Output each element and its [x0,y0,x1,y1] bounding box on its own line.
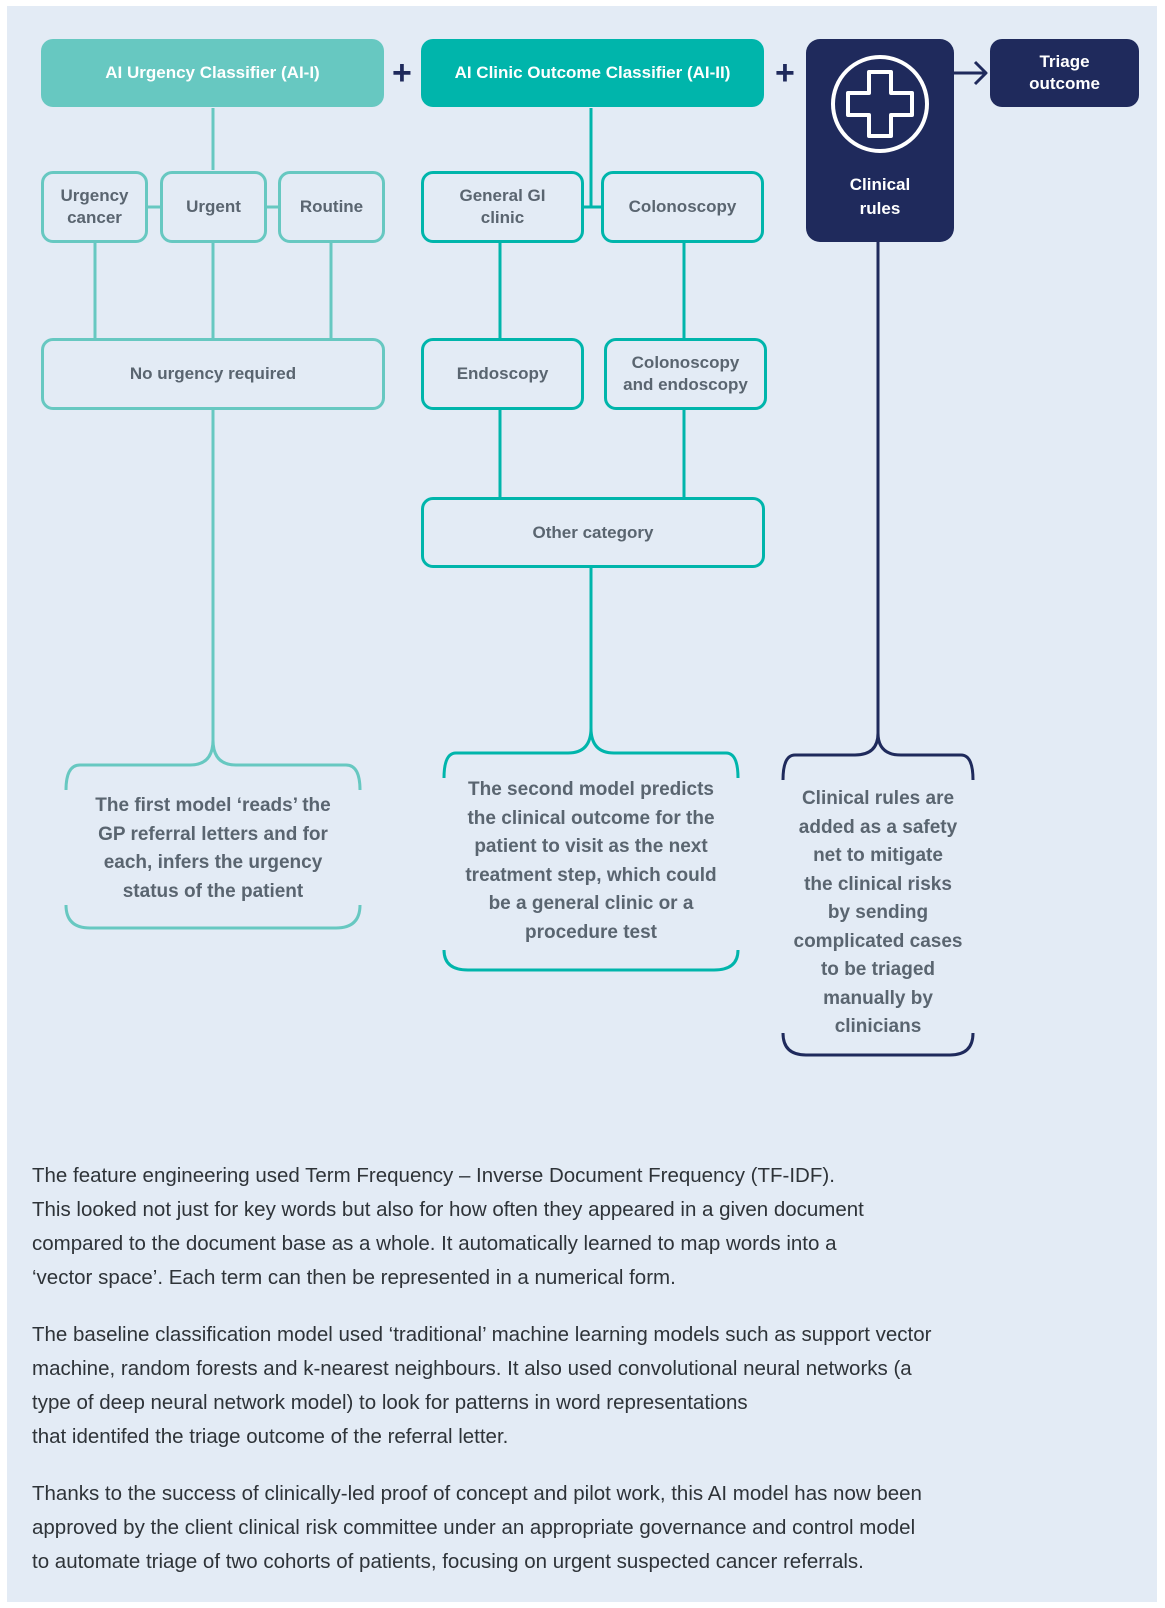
ai-urgency-classifier-title: AI Urgency Classifier (AI-I) [105,63,320,82]
medical-cross-icon [831,55,929,153]
content-panel [7,6,1157,1602]
outcome-general-gi-clinic: General GI clinic [421,171,584,243]
ai2-connectors [442,108,740,972]
triage-outcome-box: Triage outcome [990,39,1139,107]
outcome-colonoscopy-and-endoscopy-label: Colonoscopy and endoscopy [623,353,748,394]
ai1-connectors [64,108,362,930]
ai-clinic-outcome-classifier-title: AI Clinic Outcome Classifier (AI-II) [454,63,731,82]
outcome-endoscopy: Endoscopy [421,338,584,410]
clinical-rules-box: Clinical rules [806,39,954,242]
outcome-urgency-cancer: Urgency cancer [41,171,148,243]
paragraph-approval: Thanks to the success of clinically-led … [32,1482,922,1573]
ai2-description: The second model predicts the clinical o… [465,779,717,943]
ai-clinic-outcome-classifier-header: AI Clinic Outcome Classifier (AI-II) [421,39,764,107]
rules-connectors [781,60,988,1057]
clinical-rules-title: Clinical rules [849,175,911,218]
outcome-urgent: Urgent [160,171,267,243]
paragraph-baseline-model: The baseline classification model used ‘… [32,1323,932,1448]
outcome-no-urgency-label: No urgency required [129,364,297,383]
outcome-general-gi-clinic-label: General GI clinic [459,186,546,227]
triage-outcome-label: Triage outcome [1029,52,1100,93]
plus-symbol-1: + [392,54,412,92]
connector-lines [64,60,988,1057]
outcome-routine: Routine [278,171,385,243]
outcome-urgent-label: Urgent [186,197,241,216]
outcome-other-category: Other category [421,497,765,568]
outcome-routine-label: Routine [299,197,364,216]
paragraph-feature-engineering: The feature engineering used Term Freque… [32,1164,864,1289]
ai-urgency-classifier-header: AI Urgency Classifier (AI-I) [41,39,384,107]
outcome-other-category-label: Other category [532,522,654,542]
outcome-no-urgency-required: No urgency required [41,338,385,410]
outcome-urgency-cancer-label: Urgency cancer [60,186,129,227]
rules-description: Clinical rules are added as a safety net… [793,788,963,1037]
outcome-colonoscopy-label: Colonoscopy [628,197,737,216]
plus-symbol-2: + [775,54,795,92]
outcome-colonoscopy: Colonoscopy [601,171,764,243]
outcome-endoscopy-label: Endoscopy [456,364,549,383]
ai1-description: The first model ‘reads’ the GP referral … [95,795,331,902]
outcome-colonoscopy-and-endoscopy: Colonoscopy and endoscopy [604,338,767,410]
